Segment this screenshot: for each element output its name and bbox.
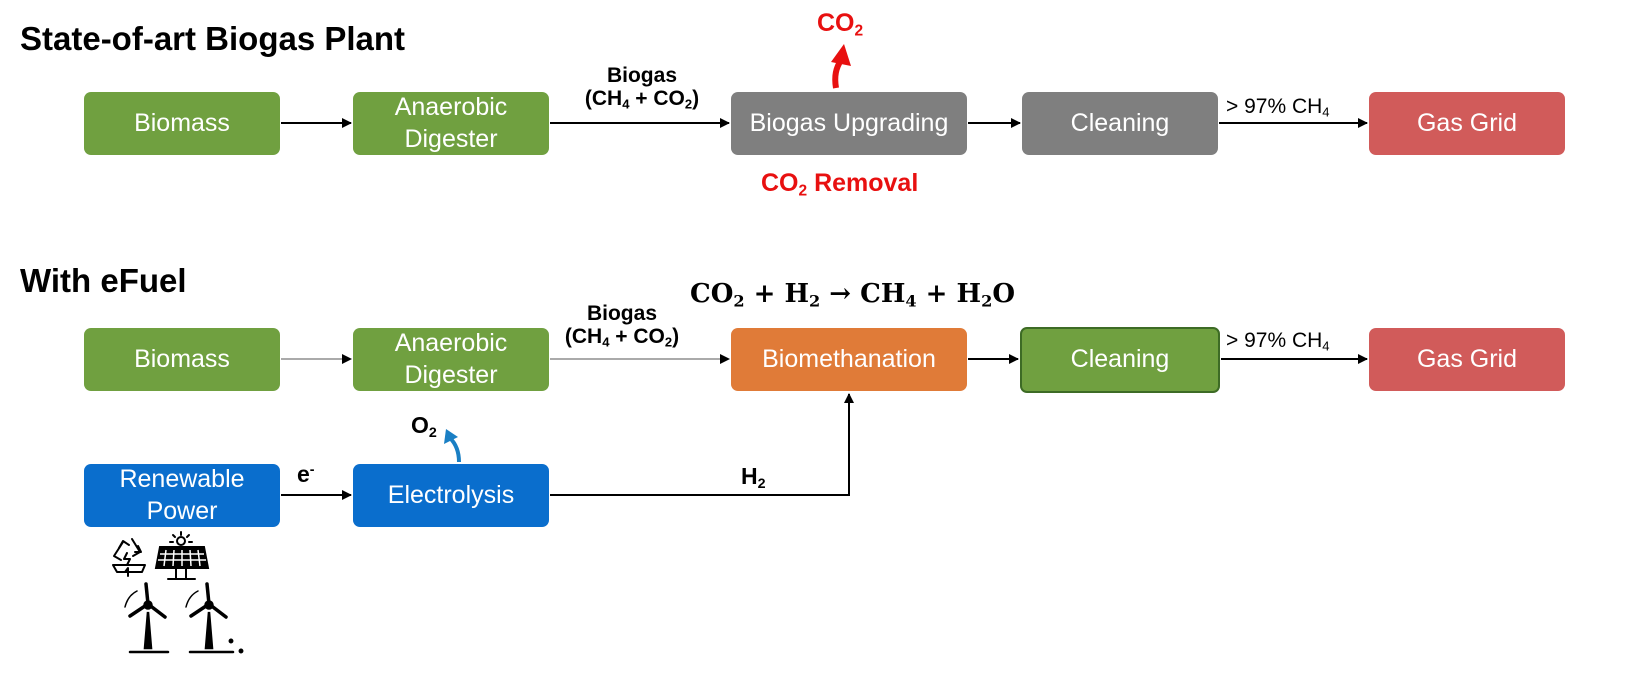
electron-label: e- [297,461,315,487]
renewable-line1: Renewable [119,465,245,494]
renewable-power-box: Renewable Power [84,464,280,527]
top-cleaning-box: Cleaning [1022,92,1218,155]
top-digester-box: Anaerobic Digester [353,92,549,155]
top-biogas-label: Biogas (CH4 + CO2) [568,64,716,112]
top-cleaning-label: Cleaning [1070,108,1170,137]
biomethanation-label: Biomethanation [762,344,936,373]
top-biomass-label: Biomass [134,108,230,137]
bottom-digester-line2: Digester [404,360,498,389]
top-digester-line2: Digester [404,124,498,153]
bottom-gas-grid-label: Gas Grid [1416,344,1518,373]
biogas-upgrading-box: Biogas Upgrading [731,92,967,155]
top-digester-line1: Anaerobic [394,93,508,122]
bottom-section-title: With eFuel [20,262,187,299]
o2-label: O2 [411,412,437,441]
co2-released-label: CO2 [817,9,864,40]
bottom-digester-box: Anaerobic Digester [353,328,549,391]
bottom-biomass-box: Biomass [84,328,280,391]
co2-removal-label: CO2 Removal [761,169,919,200]
solar-panel-icon [154,531,210,580]
h2-feed-arrow [550,393,854,496]
electrolysis-box: Electrolysis [353,464,549,527]
bottom-digester-line1: Anaerobic [394,329,508,358]
co2-release-arrow [831,44,851,89]
o2-release-arrow [444,429,461,463]
electrolysis-label: Electrolysis [387,480,515,509]
bottom-biogas-formula: (CH4 + CO2) [564,325,680,350]
top-biomass-box: Biomass [84,92,280,155]
top-gas-grid-box: Gas Grid [1369,92,1565,155]
top-biogas-formula: (CH4 + CO2) [584,87,700,112]
bottom-biogas-label: Biogas (CH4 + CO2) [548,302,696,350]
wind-turbine-icon [124,582,244,654]
recycle-icon [112,538,146,577]
biomethanation-equation: CO2 + H2 → CH4 + H2O [690,279,1015,311]
bottom-ch4-purity-label: > 97% CH4 [1226,329,1330,354]
renewable-line2: Power [146,496,218,525]
bottom-gas-grid-box: Gas Grid [1369,328,1565,391]
biogas-upgrading-label: Biogas Upgrading [749,108,949,137]
bottom-cleaning-box: Cleaning [1020,327,1220,393]
biomethanation-box: Biomethanation [731,328,967,391]
bottom-cleaning-label: Cleaning [1070,345,1170,374]
top-gas-grid-label: Gas Grid [1416,108,1518,137]
h2-label: H2 [741,463,766,492]
top-section-title: State-of-art Biogas Plant [20,20,406,57]
bottom-biomass-label: Biomass [134,344,230,373]
top-ch4-purity-label: > 97% CH4 [1226,95,1330,120]
